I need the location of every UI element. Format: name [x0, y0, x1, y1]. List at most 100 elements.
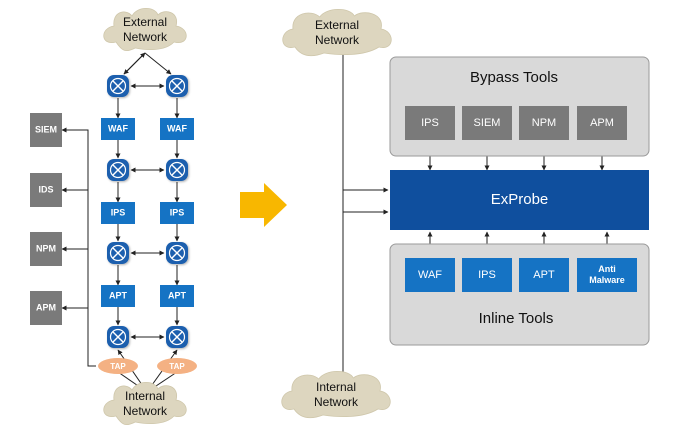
bypass-tool-npm-bg: [519, 106, 569, 140]
router-arrow: [112, 85, 119, 92]
device-waf-label: WAF: [108, 123, 128, 133]
side-tool-npm: NPM: [30, 232, 62, 266]
router-arrow: [171, 85, 178, 92]
cloud-label-line1: External: [315, 18, 359, 32]
router-arrow: [117, 247, 124, 254]
router-arrow: [171, 169, 178, 176]
router-arrow: [117, 80, 124, 87]
side-tool-ids-label: IDS: [38, 184, 53, 194]
side-tool-siem-label: SIEM: [35, 124, 57, 134]
side-tool-apm-bg: [30, 291, 62, 325]
connector-line: [123, 52, 146, 75]
cloud-label-line2: Network: [123, 404, 168, 418]
router-arrow: [117, 336, 124, 343]
bypass-tool-ips: IPS: [405, 106, 455, 140]
cloud-label-line1: External: [123, 15, 167, 29]
router-icon: [166, 159, 188, 181]
router-arrow: [112, 252, 119, 259]
router-ring: [168, 328, 186, 346]
router-arrow: [112, 247, 119, 254]
router-arrow: [176, 169, 183, 176]
tap-body: [157, 358, 197, 374]
exprobe-box-bg: [390, 170, 649, 230]
exprobe-box-label: ExProbe: [491, 191, 549, 208]
router-arrow: [171, 247, 178, 254]
side-tool-npm-label: NPM: [36, 243, 56, 253]
bypass-tool-siem: SIEM: [462, 106, 512, 140]
device-ips-label: IPS: [170, 207, 185, 217]
side-tool-npm-bg: [30, 232, 62, 266]
device-ips-bg: [101, 202, 135, 224]
device-ips: IPS: [160, 202, 194, 224]
cloud-icon: [103, 7, 187, 52]
router-icon: [166, 75, 188, 97]
side-tool-ids: IDS: [30, 173, 62, 207]
inline-tool-ips-label: IPS: [478, 269, 496, 281]
router-arrow: [112, 80, 119, 87]
inline-tool-ips: IPS: [462, 258, 512, 292]
router-arrow: [176, 85, 183, 92]
inline-tool-apt-bg: [519, 258, 569, 292]
router-arrow: [176, 252, 183, 259]
inline-tool-waf-bg: [405, 258, 455, 292]
cloud-icon: [103, 381, 187, 426]
tap-label: TAP: [169, 362, 185, 371]
device-apt-bg: [101, 285, 135, 307]
bypass-tool-siem-label: SIEM: [474, 117, 501, 129]
inline-tool-ips-bg: [462, 258, 512, 292]
tap-icon: TAP: [98, 358, 138, 374]
device-ips-bg: [160, 202, 194, 224]
bypass-tool-apm: APM: [577, 106, 627, 140]
router-arrow: [176, 164, 183, 171]
side-tool-siem-bg: [30, 113, 62, 147]
device-apt-bg: [160, 285, 194, 307]
device-waf-bg: [160, 118, 194, 140]
exprobe-box: ExProbe: [390, 170, 649, 230]
tap-body: [98, 358, 138, 374]
bypass-tool-npm: NPM: [519, 106, 569, 140]
router-arrow: [112, 169, 119, 176]
side-tool-ids-bg: [30, 173, 62, 207]
side-tool-apm: APM: [30, 291, 62, 325]
inline-tool-anti-malware-label: Malware: [589, 275, 625, 285]
router-arrow: [171, 252, 178, 259]
inline-tool-apt: APT: [519, 258, 569, 292]
device-waf: WAF: [160, 118, 194, 140]
tap-label: TAP: [110, 362, 126, 371]
cloud-label-line2: Network: [315, 33, 360, 47]
device-apt: APT: [160, 285, 194, 307]
device-waf: WAF: [101, 118, 135, 140]
router-ring: [109, 328, 127, 346]
device-waf-label: WAF: [167, 123, 187, 133]
router-arrow: [117, 331, 124, 338]
router-arrow: [176, 247, 183, 254]
bypass-tool-ips-label: IPS: [421, 117, 439, 129]
router-arrow: [171, 336, 178, 343]
bypass-tools-title: Bypass Tools: [470, 69, 558, 86]
bypass-tool-siem-bg: [462, 106, 512, 140]
router-ring: [168, 161, 186, 179]
router-arrow: [117, 85, 124, 92]
router-icon: [166, 242, 188, 264]
transition-arrow-icon: [240, 183, 287, 227]
cloud-label-line1: Internal: [316, 380, 356, 394]
connector-line: [342, 41, 389, 193]
cloud-label-line1: Internal: [125, 389, 165, 403]
router-arrow: [112, 331, 119, 338]
device-ips-label: IPS: [111, 207, 126, 217]
router-ring: [109, 161, 127, 179]
router-arrow: [112, 336, 119, 343]
inline-tool-anti-malware-label: Anti: [598, 264, 616, 274]
inline-tool-anti-malware-bg: [577, 258, 637, 292]
bypass-tool-apm-label: APM: [590, 117, 614, 129]
bypass-tool-apm-bg: [577, 106, 627, 140]
cloud-icon: [281, 370, 391, 419]
bypass-tool-ips-bg: [405, 106, 455, 140]
connector-line: [61, 127, 96, 367]
